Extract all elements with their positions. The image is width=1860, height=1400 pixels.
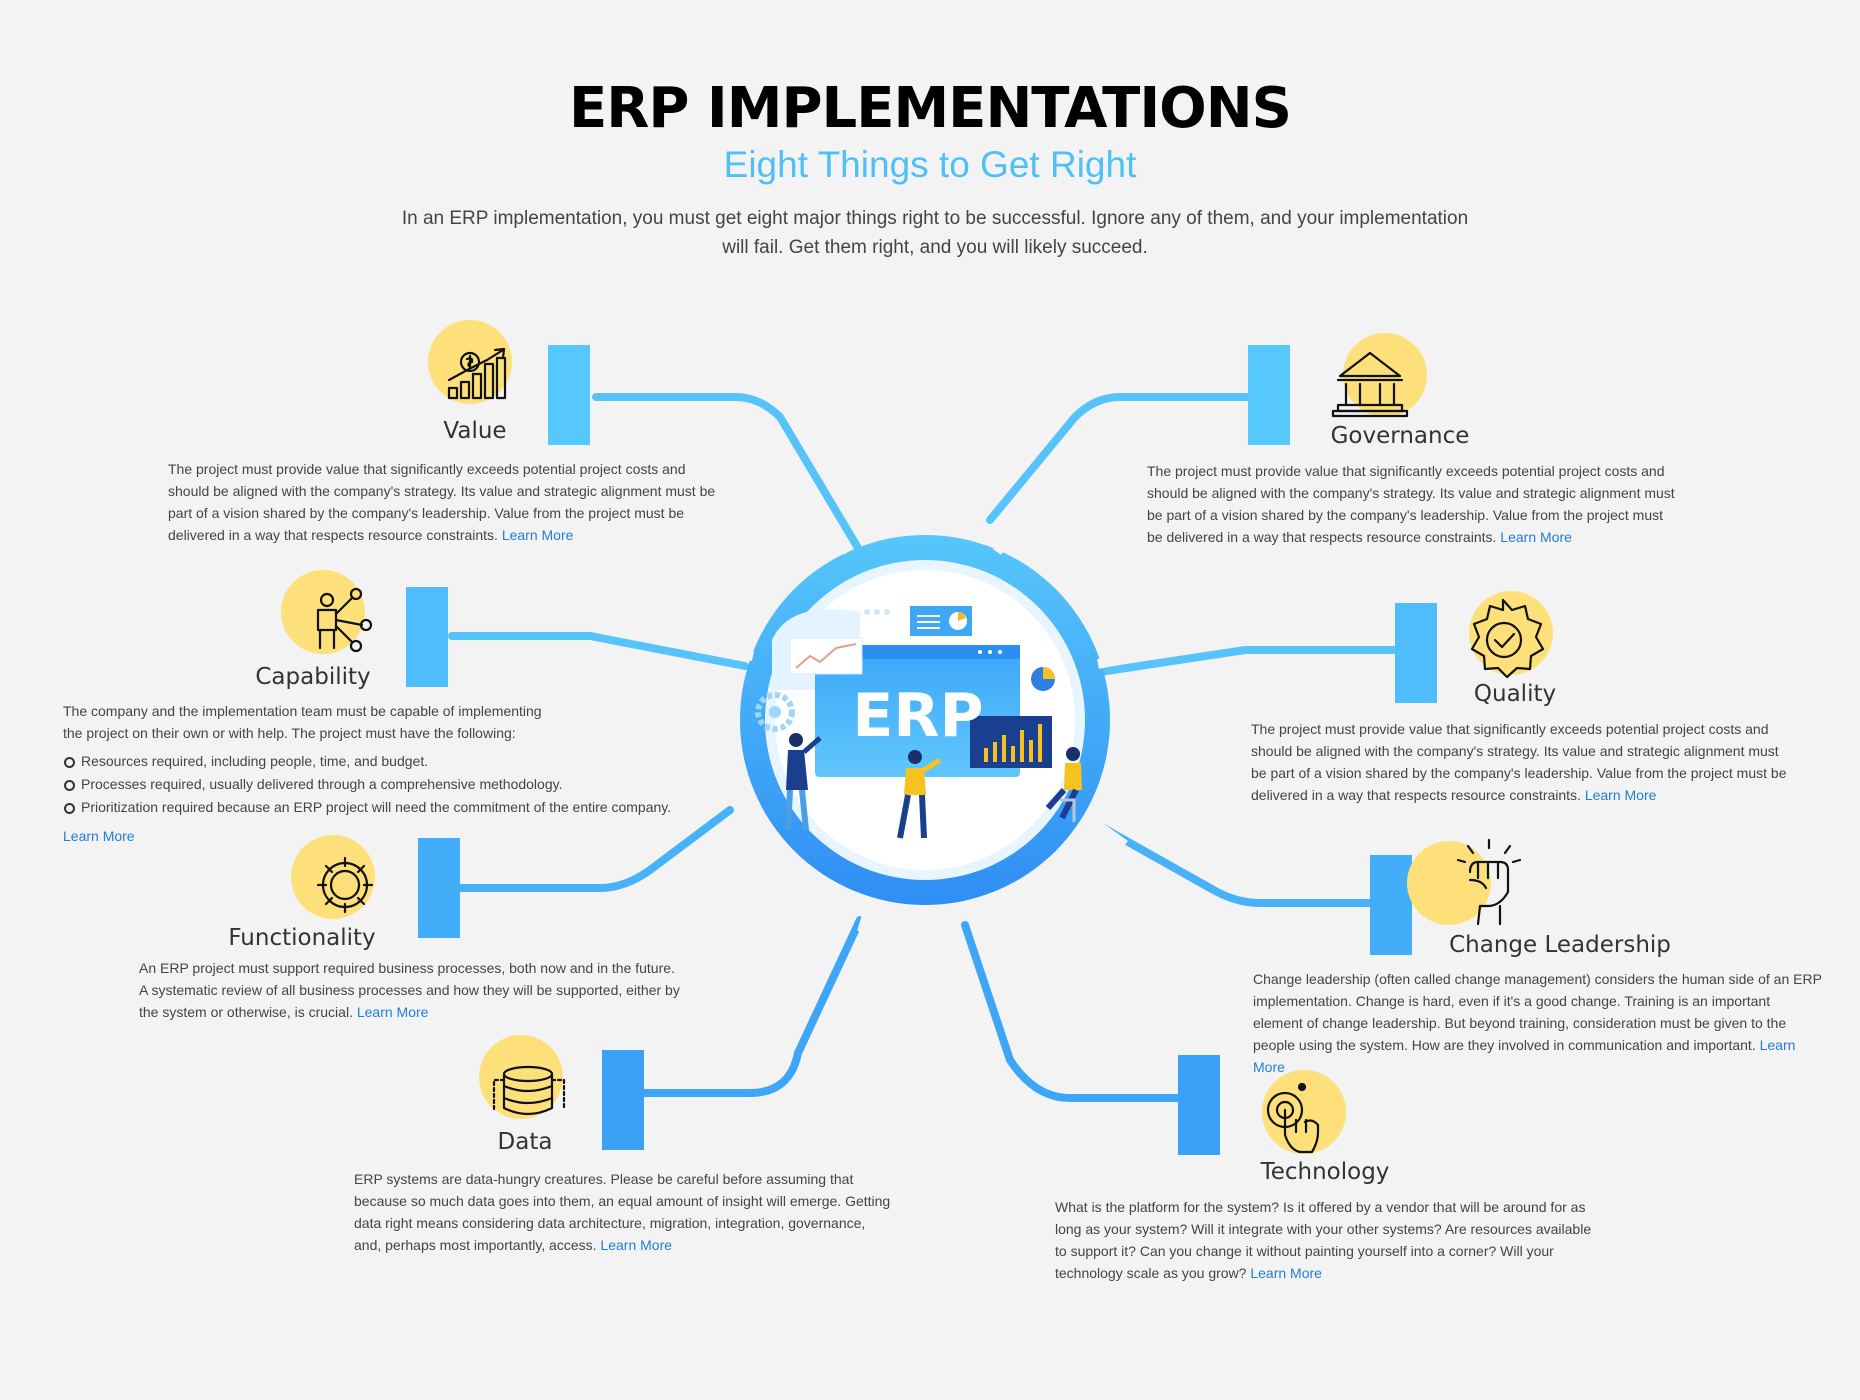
governance-text: The project must provide value that sign… [1147, 463, 1675, 545]
data-heading: Data [497, 1129, 553, 1155]
quality-learn-more-link[interactable]: Learn More [1584, 787, 1657, 803]
capability-learn-more-link[interactable]: Learn More [63, 828, 135, 844]
data-text: ERP systems are data-hungry creatures. P… [354, 1171, 891, 1253]
person-center [897, 750, 942, 839]
arm-change-leadership [1094, 821, 1376, 907]
technology-learn-more-link[interactable]: Learn More [1250, 1265, 1322, 1281]
functionality-heading: Functionality [228, 925, 376, 951]
quality-text: The project must provide value that sign… [1251, 721, 1787, 803]
intro-text: In an ERP implementation, you must get e… [401, 208, 1469, 258]
arm-quality [1096, 646, 1402, 676]
governance-learn-more-link[interactable]: Learn More [1500, 529, 1572, 545]
growth-chart-dollar-icon [447, 347, 507, 400]
raised-fist-icon [1456, 838, 1522, 926]
value-text-block: The project must provide value that sign… [168, 458, 728, 546]
capability-bullet-item: Resources required, including people, ti… [63, 750, 683, 773]
erp-center-label: ERP [852, 681, 983, 751]
page-subtitle: Eight Things to Get Right [723, 144, 1137, 185]
connector-arms [448, 393, 1402, 1102]
building-columns-icon [1331, 351, 1409, 418]
quality-heading: Quality [1473, 681, 1557, 707]
touch-tap-icon [1266, 1082, 1320, 1154]
governance-text-block: The project must provide value that sign… [1147, 460, 1677, 548]
connector-bars [406, 345, 1437, 1155]
capability-text-block: The company and the implementation team … [63, 700, 683, 847]
technology-text: What is the platform for the system? Is … [1055, 1199, 1592, 1281]
change-leadership-text: Change leadership (often called change m… [1253, 971, 1822, 1053]
change-leadership-text-block: Change leadership (often called change m… [1253, 968, 1823, 1078]
person-network-icon [316, 587, 373, 653]
data-text-block: ERP systems are data-hungry creatures. P… [354, 1168, 894, 1256]
capability-heading: Capability [255, 664, 371, 690]
arm-governance [986, 393, 1251, 524]
technology-heading: Technology [1260, 1159, 1390, 1185]
value-heading: Value [443, 418, 507, 444]
page-title: ERP IMPLEMENTATIONS [569, 76, 1292, 141]
functionality-learn-more-link[interactable]: Learn More [356, 1004, 429, 1020]
capability-bullet-item: Processes required, usually delivered th… [63, 773, 683, 796]
database-icon [492, 1065, 566, 1116]
capability-bullet-list: Resources required, including people, ti… [63, 750, 683, 819]
functionality-text-block: An ERP project must support required bus… [139, 957, 684, 1023]
quality-text-block: The project must provide value that sign… [1251, 718, 1791, 806]
arm-functionality [458, 806, 734, 892]
arm-data [639, 916, 864, 1097]
change-leadership-heading: Change Leadership [1449, 932, 1671, 958]
quality-badge-check-icon [1470, 598, 1545, 679]
erp-illustration: ERP [755, 606, 1082, 839]
governance-heading: Governance [1330, 423, 1470, 449]
functionality-text: An ERP project must support required bus… [139, 960, 680, 1020]
person-left [785, 733, 822, 831]
value-text: The project must provide value that sign… [168, 461, 716, 543]
arm-capability [448, 632, 749, 670]
gear-icon [316, 856, 374, 914]
capability-text: The company and the implementation team … [63, 703, 542, 741]
data-learn-more-link[interactable]: Learn More [600, 1237, 673, 1253]
technology-text-block: What is the platform for the system? Is … [1055, 1196, 1595, 1284]
person-right [1045, 747, 1082, 822]
capability-bullet-item: Prioritization required because an ERP p… [63, 796, 683, 819]
arm-technology [961, 921, 1184, 1102]
arm-value [592, 393, 862, 552]
value-learn-more-link[interactable]: Learn More [501, 527, 574, 543]
change-leadership-learn-more-link[interactable]: Learn More [1253, 1037, 1796, 1075]
